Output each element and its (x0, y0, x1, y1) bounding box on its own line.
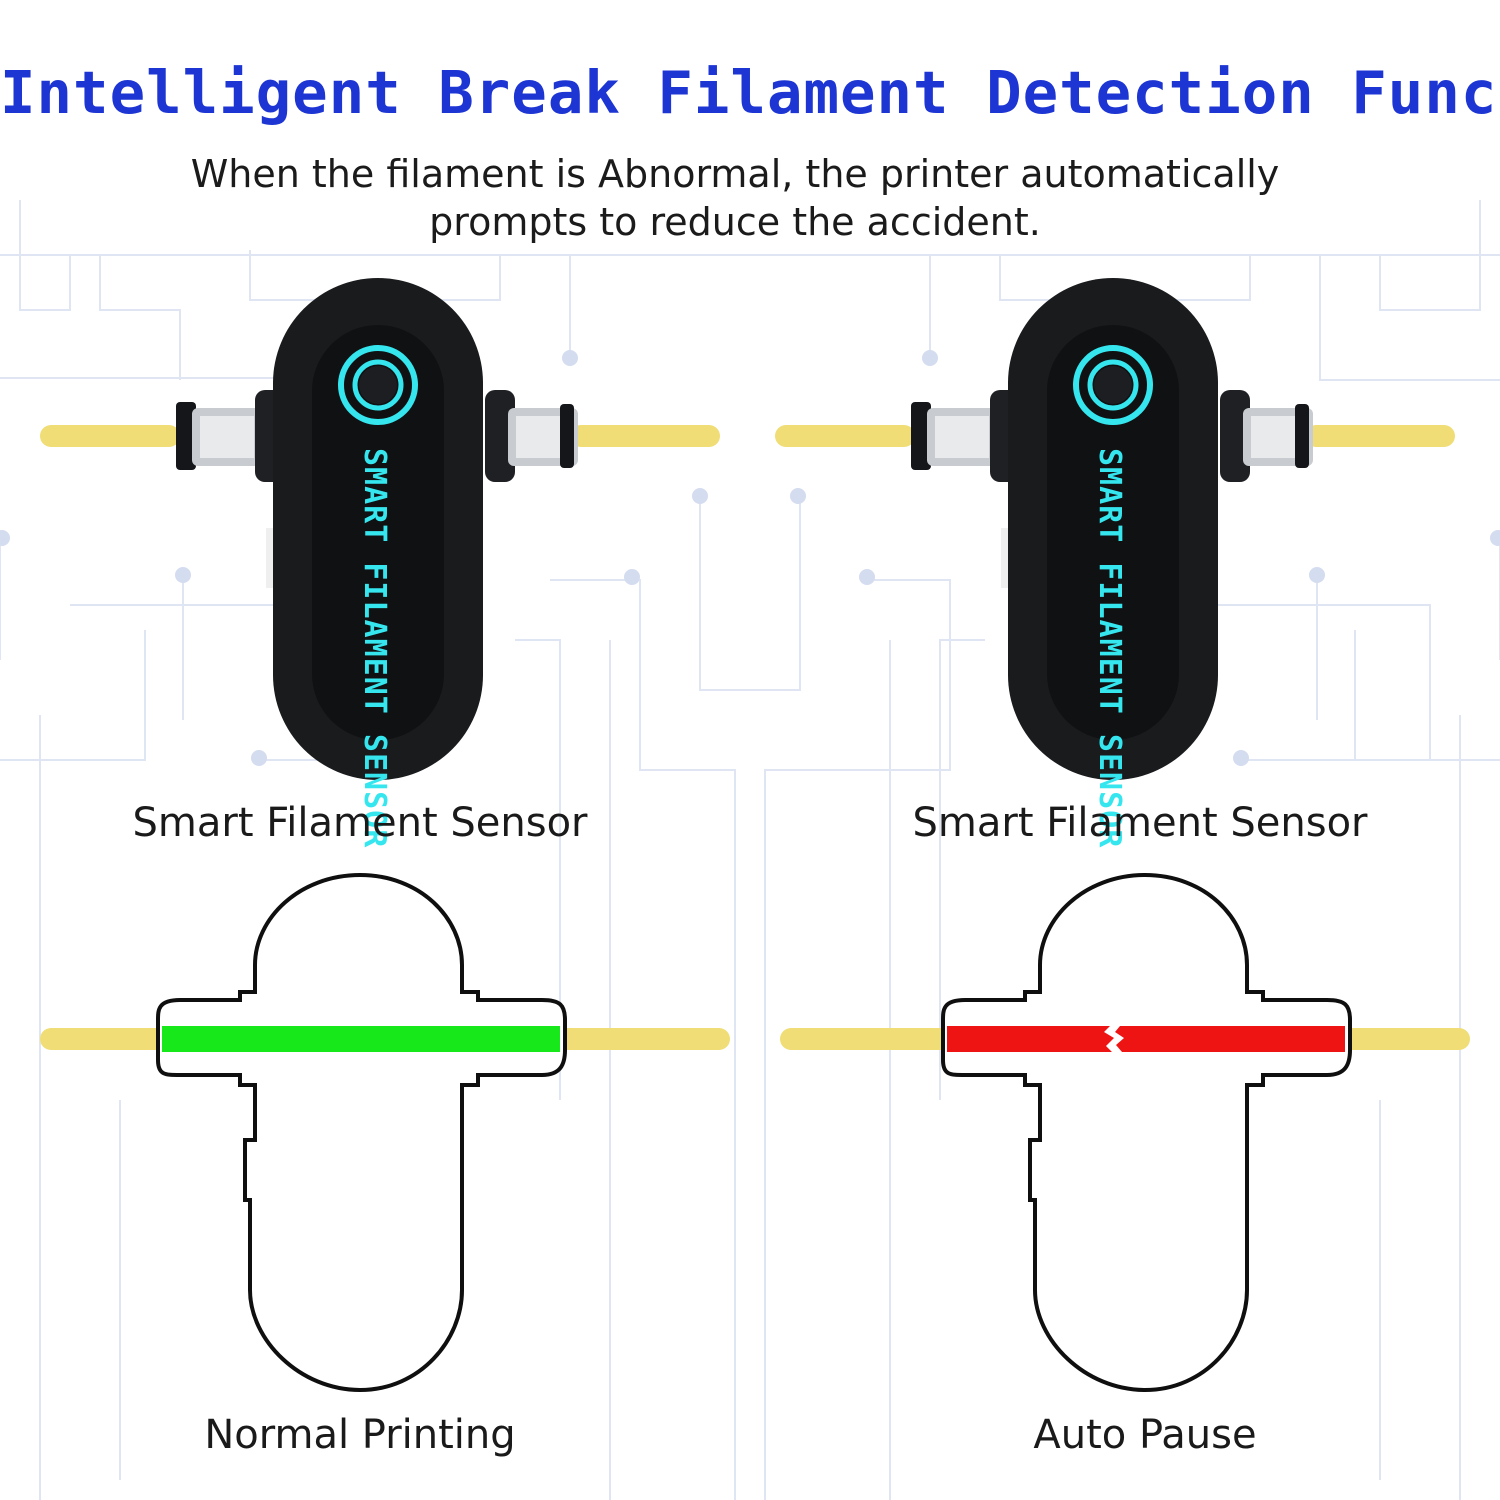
sensor-outline (941, 872, 1352, 1393)
indicator-ring-icon (338, 345, 418, 425)
sensor-outline (156, 872, 567, 1393)
filament-out-right (1305, 425, 1455, 447)
page-title: Intelligent Break Filament Detection Fun… (0, 58, 1500, 127)
filament-continuous (162, 1026, 560, 1052)
sensor-printed-text-left: SMART FILAMENT SENSOR (357, 448, 392, 849)
filament-in-right (775, 425, 915, 447)
subtitle-line-2: prompts to reduce the accident. (429, 200, 1041, 244)
device-caption-right: Smart Filament Sensor (912, 800, 1368, 846)
sensor-printed-text-right: SMART FILAMENT SENSOR (1092, 448, 1127, 849)
page-subtitle: When the filament is Abnormal, the print… (150, 150, 1320, 246)
filament-broken-segment-1 (947, 1026, 1114, 1052)
sensor-device-left (40, 278, 720, 780)
indicator-ring-icon (1073, 345, 1153, 425)
diagram-auto-pause (780, 872, 1470, 1393)
device-caption-left: Smart Filament Sensor (132, 800, 588, 846)
diagram-caption-normal: Normal Printing (204, 1412, 516, 1458)
sensor-device-right (775, 278, 1455, 780)
filament-broken-segment-2 (1115, 1026, 1345, 1052)
diagram-normal-printing (40, 872, 730, 1393)
subtitle-line-1: When the filament is Abnormal, the print… (190, 152, 1280, 196)
filament-in-left (40, 425, 180, 447)
filament-out-left (570, 425, 720, 447)
diagram-caption-pause: Auto Pause (1033, 1412, 1257, 1458)
